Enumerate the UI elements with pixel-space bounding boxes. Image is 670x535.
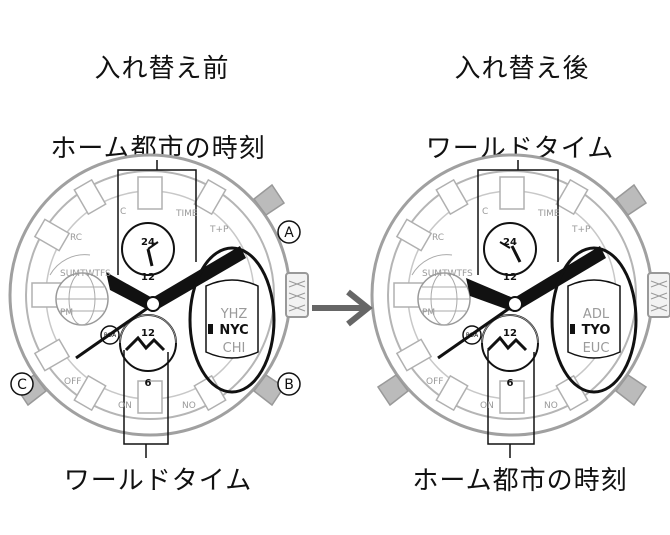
left-city-prev: YHZ [220, 307, 248, 322]
left-subdial-24: 24 [141, 237, 155, 248]
left-minor-label: PM [60, 308, 73, 318]
left-bezel-on: ON [118, 401, 132, 411]
right-subdial-24: 24 [503, 237, 517, 248]
left-button-c-letter: C [17, 377, 27, 393]
right-bezel-time: TIME [537, 209, 560, 219]
transition-arrow-icon [312, 289, 373, 327]
left-subdial-12: 12 [141, 328, 155, 339]
left-bezel-off: OFF [64, 377, 81, 387]
left-bezel-time: TIME [175, 209, 198, 219]
left-bottom-label: ワールドタイム [63, 466, 253, 496]
left-poa: POA [104, 332, 117, 339]
right-bottom-label: ホーム都市の時刻 [412, 466, 628, 496]
right-city-prev: ADL [583, 307, 610, 322]
left-button-a: A [277, 220, 301, 244]
right-city-window [550, 246, 638, 394]
right-poa: POA [466, 332, 479, 339]
right-city-current: TYO [582, 323, 611, 338]
right-bezel-rc: RC [432, 233, 444, 243]
left-subdial-12-top: 12 [141, 272, 155, 283]
right-subdial-6: 6 [507, 378, 514, 389]
right-bezel-off: OFF [426, 377, 443, 387]
left-callout-lines [117, 160, 197, 458]
left-button-c: C [10, 372, 34, 396]
left-bezel-no: NO [182, 401, 196, 411]
right-bezel-c: C [482, 207, 488, 217]
right-day-letters: SUMTWTFS [422, 269, 473, 279]
right-bezel-no: NO [544, 401, 558, 411]
left-bezel-rc: RC [70, 233, 82, 243]
left-city-window [188, 246, 276, 394]
right-minor-label: PM [422, 308, 435, 318]
left-city-next: CHI [223, 341, 246, 356]
left-subdial-hand [124, 335, 166, 352]
right-heading: 入れ替え後 [454, 54, 590, 84]
left-city-current: NYC [219, 323, 248, 338]
left-bezel-c: C [120, 207, 126, 217]
left-day-letters: SUMTWTFS [60, 269, 111, 279]
left-bezel-tp: T+P [209, 225, 229, 235]
right-bezel-tp: T+P [571, 225, 591, 235]
right-city-next: EUC [583, 341, 610, 356]
left-button-a-letter: A [284, 225, 294, 241]
right-subdial-12: 12 [503, 328, 517, 339]
left-button-b-letter: B [284, 377, 294, 393]
right-bezel-on: ON [480, 401, 494, 411]
left-button-b: B [277, 372, 301, 396]
right-subdial-12-top: 12 [503, 272, 517, 283]
left-heading: 入れ替え前 [94, 54, 230, 84]
right-subdial-hand [486, 335, 528, 352]
left-subdial-6: 6 [145, 378, 152, 389]
right-callout-lines [477, 160, 559, 458]
